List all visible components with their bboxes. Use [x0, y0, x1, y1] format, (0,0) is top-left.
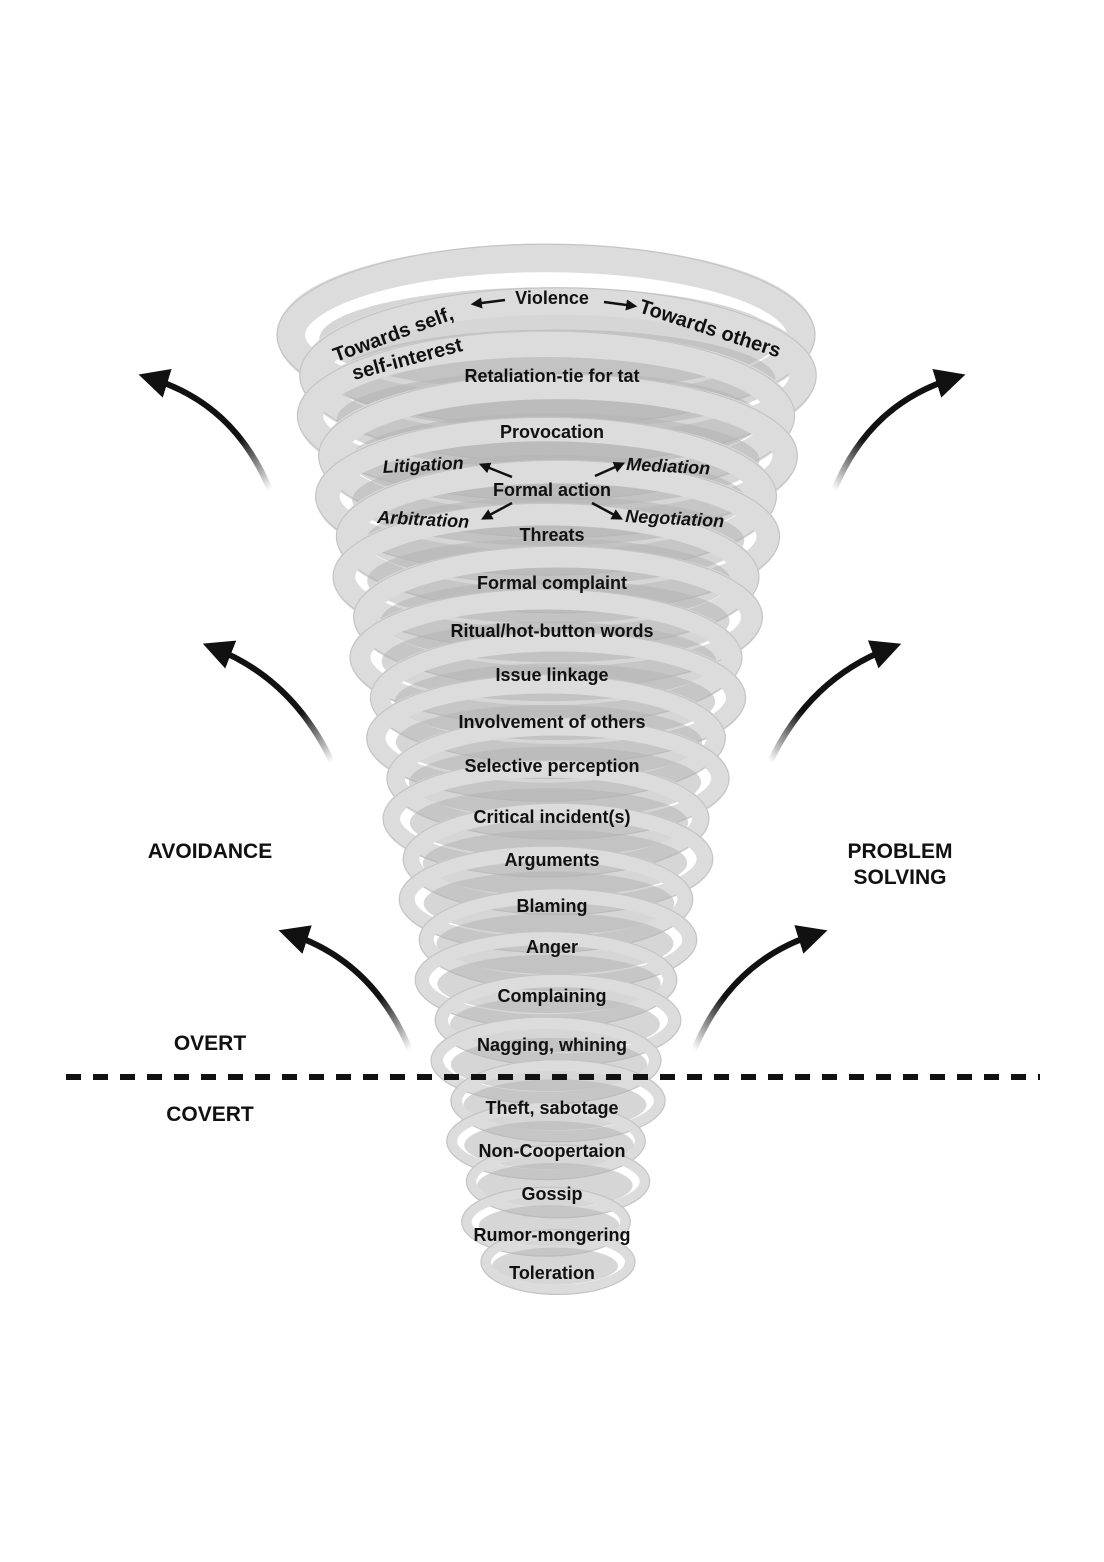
overt-label: OVERT: [174, 1032, 247, 1055]
litigation-label: Litigation: [382, 453, 464, 477]
stage-label: Theft, sabotage: [485, 1098, 618, 1118]
stage-label: Non-Coopertaion: [479, 1141, 626, 1161]
stage-label: Complaining: [498, 986, 607, 1006]
stage-label: Retaliation-tie for tat: [464, 366, 639, 386]
stage-label: Issue linkage: [495, 665, 608, 685]
stage-label: Threats: [519, 525, 584, 545]
avoidance-arrow-bottom-icon: [278, 925, 413, 1052]
covert-label: COVERT: [166, 1103, 254, 1126]
negotiation-arrow-icon: [591, 501, 623, 520]
stage-label: Gossip: [521, 1184, 582, 1204]
stage-label: Formal complaint: [477, 573, 627, 593]
violence-right-arrow-icon: [603, 299, 638, 311]
arbitration-label: Arbitration: [376, 507, 470, 532]
violence-left-arrow-icon: [470, 297, 506, 309]
avoidance-arrow-top-icon: [138, 368, 273, 492]
stage-label: Arguments: [504, 850, 599, 870]
spiral-ring: [481, 1229, 635, 1295]
avoidance-label: AVOIDANCE: [148, 840, 272, 863]
stage-label: Provocation: [500, 422, 604, 442]
spiral-cone: [276, 243, 817, 1296]
stage-label: Involvement of others: [458, 712, 645, 732]
stage-label: Nagging, whining: [477, 1035, 627, 1055]
mediation-label: Mediation: [626, 454, 711, 478]
arbitration-arrow-icon: [481, 501, 513, 520]
avoidance-arrow-middle-icon: [202, 640, 335, 764]
stage-label: Rumor-mongering: [474, 1225, 631, 1245]
problem-solving-arrow-bottom-icon: [691, 925, 828, 1052]
problem-solving-label-line1: PROBLEM: [848, 840, 953, 863]
problem-solving-arrow-middle-icon: [767, 640, 902, 764]
litigation-arrow-icon: [478, 462, 513, 479]
spiral-ring-edge: [480, 1228, 636, 1296]
stage-label: Critical incident(s): [473, 807, 630, 827]
mediation-arrow-icon: [594, 462, 626, 478]
problem-solving-arrow-top-icon: [831, 368, 966, 492]
stage-label: Toleration: [509, 1263, 595, 1283]
stage-label: Blaming: [516, 896, 587, 916]
formal-action-label: Formal action: [493, 480, 611, 500]
spiral-ring-shadow: [492, 1247, 618, 1285]
stage-label: Anger: [526, 937, 578, 957]
stage-labels: Retaliation-tie for tatProvocationThreat…: [451, 366, 654, 1283]
problem-solving-label-line2: SOLVING: [854, 866, 947, 889]
stage-label: Selective perception: [464, 756, 639, 776]
stage-label: Ritual/hot-button words: [451, 621, 654, 641]
violence-label: Violence: [515, 288, 589, 308]
